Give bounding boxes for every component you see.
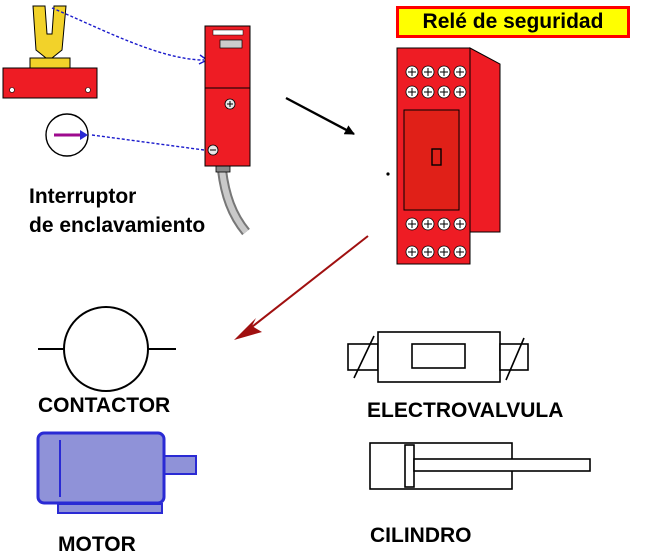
motor-label: MOTOR [58,533,136,556]
switch-label-line1: Interruptor [29,185,137,208]
valve-label: ELECTROVALVULA [367,399,564,422]
actuator-link-line [51,7,205,61]
safety-relay [396,47,501,265]
direction-indicator-icon [45,113,89,157]
interlock-switch [204,25,251,236]
indicator-link-line [91,134,205,151]
motor-icon [36,431,197,514]
switch-label-line2: de enclavamiento [29,214,206,237]
switch-to-relay-arrow [285,96,355,136]
cylinder-symbol [369,442,591,490]
contactor-symbol [38,306,176,392]
cylinder-label: CILINDRO [370,524,472,547]
relay-to-output-arrow [234,235,369,340]
relay-title: Relé de seguridad [396,6,630,38]
actuator-key [2,5,98,99]
contactor-label: CONTACTOR [38,394,171,417]
electrovalve-symbol [347,331,529,383]
